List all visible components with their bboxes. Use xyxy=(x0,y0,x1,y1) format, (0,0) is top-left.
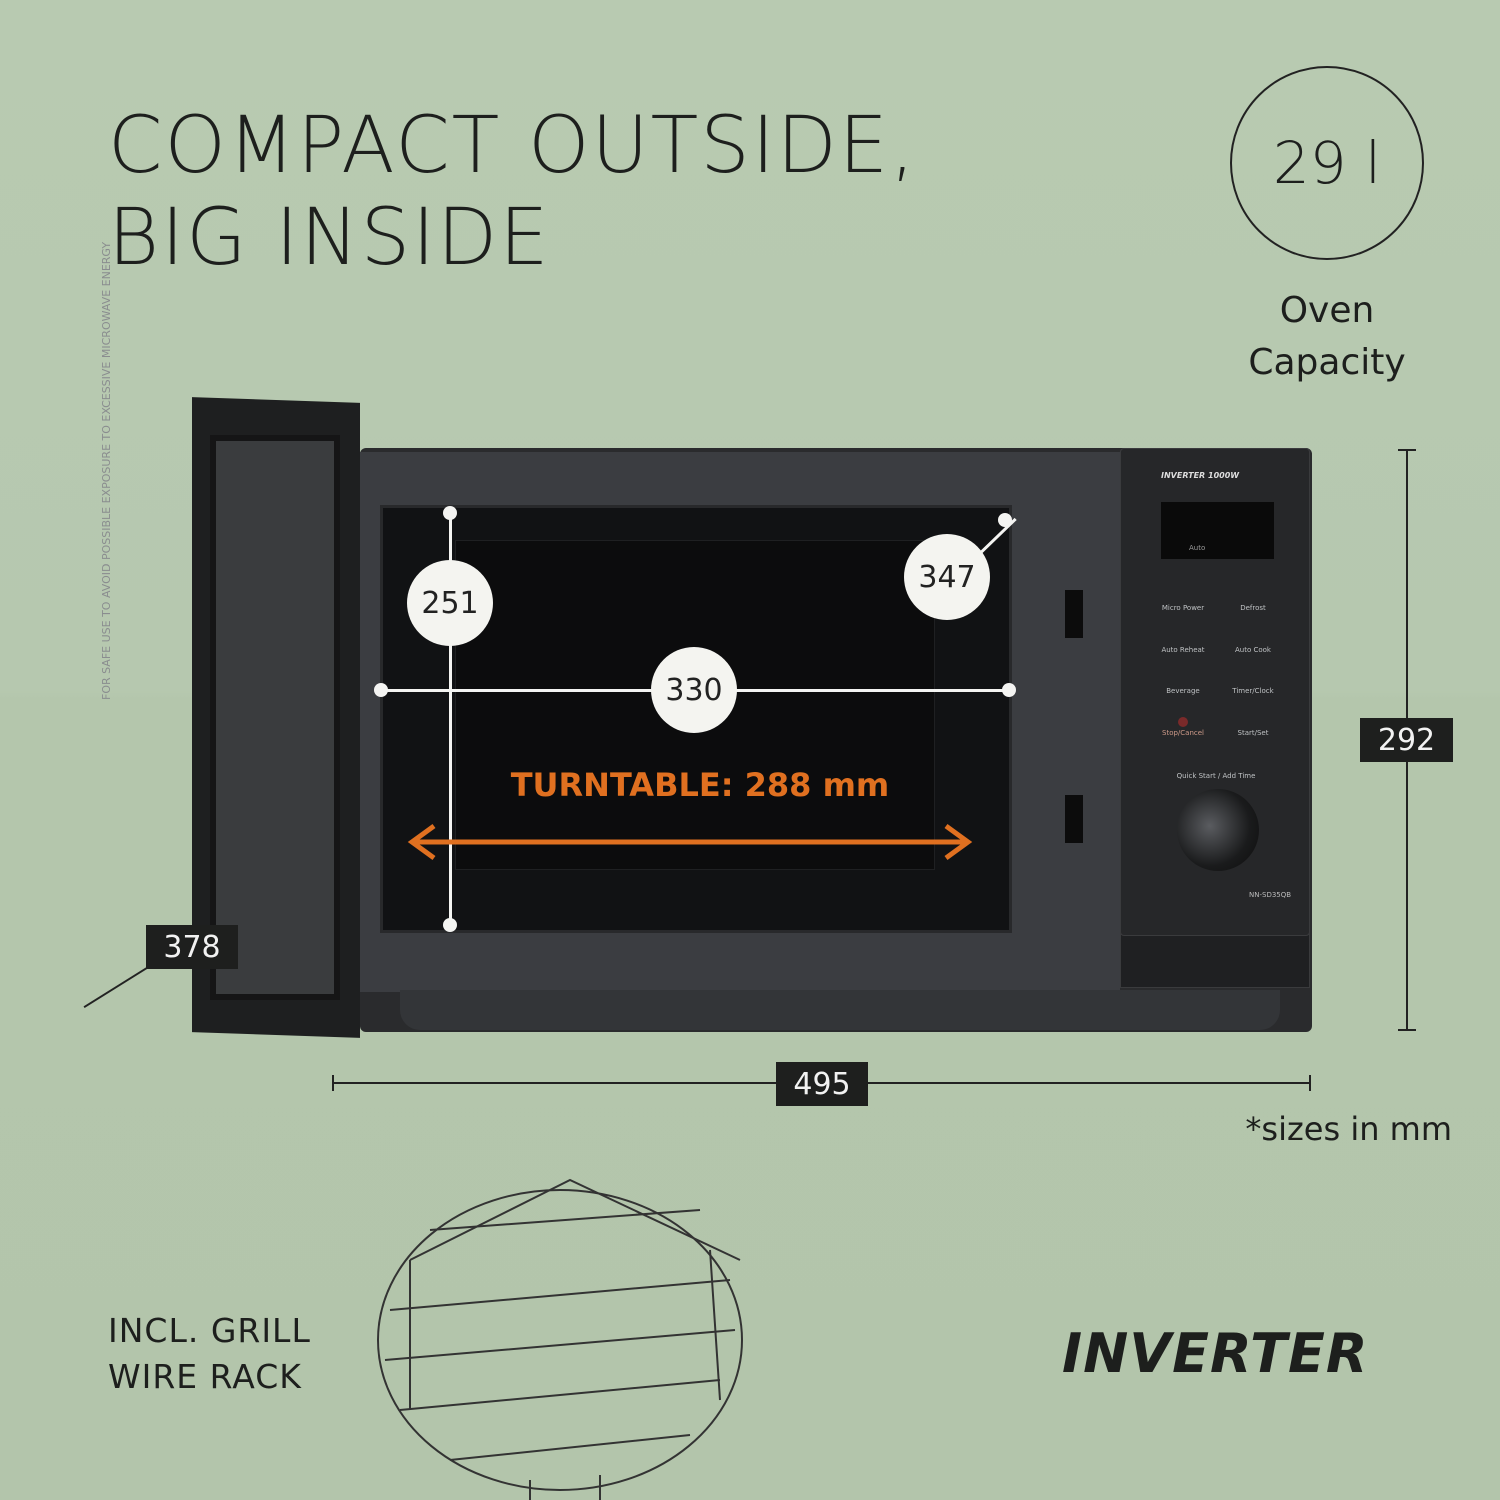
headline-line2: BIG INSIDE xyxy=(108,193,551,283)
outer-height-label: 292 xyxy=(1360,718,1453,762)
display-mode: Auto xyxy=(1189,544,1206,552)
dimension-dot xyxy=(374,683,388,697)
dimension-dot xyxy=(1002,683,1016,697)
model-number: NN-SD35QB xyxy=(1249,891,1292,899)
auto-reheat-button[interactable]: Auto Reheat xyxy=(1161,646,1205,654)
tick xyxy=(1309,1075,1311,1091)
door-latch-slot xyxy=(1065,590,1083,638)
cavity-width-label: 330 xyxy=(651,647,737,733)
outer-depth-label: 378 xyxy=(146,925,238,969)
inverter-logo: INVERTER xyxy=(1062,1322,1369,1385)
auto-cook-button[interactable]: Auto Cook xyxy=(1235,646,1271,654)
capacity-value: 29 l xyxy=(1272,129,1382,197)
cavity-height-label: 251 xyxy=(407,560,493,646)
door-window xyxy=(210,435,340,1000)
door-latch-slot xyxy=(1065,795,1083,843)
turntable-arrow xyxy=(407,823,973,861)
rack-label: INCL. GRILL WIRE RACK xyxy=(108,1308,311,1400)
rack-label-line2: WIRE RACK xyxy=(108,1357,302,1396)
capacity-label-2: Capacity xyxy=(1248,342,1406,383)
rack-label-line1: INCL. GRILL xyxy=(108,1311,311,1350)
sizes-note: *sizes in mm xyxy=(1245,1110,1452,1148)
capacity-badge: 29 l xyxy=(1230,66,1424,260)
timer-clock-button[interactable]: Timer/Clock xyxy=(1232,687,1274,695)
outer-width-label: 495 xyxy=(776,1062,868,1106)
start-set-button[interactable]: Start/Set xyxy=(1237,729,1269,737)
dial-label: Quick Start / Add Time xyxy=(1176,772,1256,780)
tick xyxy=(1398,1029,1416,1031)
stop-cancel-button[interactable]: Stop/Cancel xyxy=(1162,729,1204,737)
cavity-depth-label: 347 xyxy=(904,534,990,620)
panel-brand: INVERTER 1000W xyxy=(1161,471,1240,480)
dimension-dot xyxy=(998,513,1012,527)
grill-wire-rack-icon xyxy=(377,1178,743,1500)
headline-line1: COMPACT OUTSIDE, xyxy=(108,101,917,191)
dimension-dot xyxy=(443,506,457,520)
turntable-label: TURNTABLE: 288 mm xyxy=(510,766,890,804)
tick xyxy=(1398,449,1416,451)
capacity-label-1: Oven xyxy=(1279,290,1375,331)
tick xyxy=(332,1075,334,1091)
control-panel: INVERTER 1000W Auto Micro Power Defrost … xyxy=(1120,448,1310,936)
height-dimension-line xyxy=(449,512,452,925)
outer-depth-line xyxy=(83,963,153,1009)
microwave-base xyxy=(400,990,1280,1030)
control-dial[interactable] xyxy=(1177,789,1259,871)
door-warning-text: FOR SAFE USE TO AVOID POSSIBLE EXPOSURE … xyxy=(100,241,113,700)
micro-power-button[interactable]: Micro Power xyxy=(1161,604,1205,612)
defrost-button[interactable]: Defrost xyxy=(1240,604,1266,612)
beverage-button[interactable]: Beverage xyxy=(1166,687,1200,695)
dimension-dot xyxy=(443,918,457,932)
headline: COMPACT OUTSIDE,BIG INSIDE xyxy=(108,100,917,284)
stop-icon xyxy=(1178,717,1188,727)
panel-display: Auto xyxy=(1161,502,1274,559)
